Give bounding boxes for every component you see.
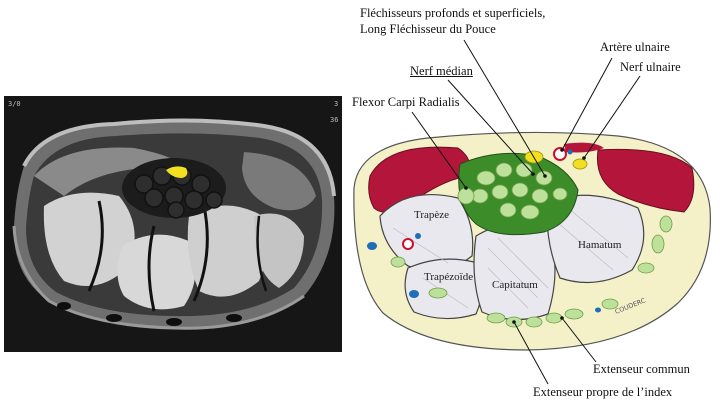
wrist-cross-section-drawing: Trapèze Trapézoïde Capitatum Hamatum COU… xyxy=(353,131,711,351)
label-trapeze: Trapèze xyxy=(414,209,449,221)
label-hamatum: Hamatum xyxy=(578,239,622,251)
mri-corner-mark-3: 36 xyxy=(330,116,338,124)
label-flexor-carpi-radialis: Flexor Carpi Radialis xyxy=(352,95,460,109)
mri-scan-drawing: 3/0 3 36 xyxy=(4,96,342,352)
label-flexors-line2: Long Fléchisseur du Pouce xyxy=(360,22,496,36)
anatomy-diagram: Trapèze Trapézoïde Capitatum Hamatum COU… xyxy=(348,128,716,360)
label-capitatum: Capitatum xyxy=(492,279,538,291)
label-trapezoide: Trapézoïde xyxy=(424,271,473,283)
label-ulnar-nerve: Nerf ulnaire xyxy=(620,60,681,74)
mri-corner-mark-2: 3 xyxy=(334,100,338,108)
mri-image: 3/0 3 36 xyxy=(4,96,342,352)
label-extensor-index: Extenseur propre de l’index xyxy=(533,385,673,399)
label-ulnar-artery: Artère ulnaire xyxy=(600,40,670,54)
mri-corner-mark-1: 3/0 xyxy=(8,100,21,108)
label-flexors-line1: Fléchisseurs profonds et superficiels, xyxy=(360,6,546,20)
label-median-nerve: Nerf médian xyxy=(410,64,473,78)
label-extensor-common: Extenseur commun xyxy=(593,362,690,376)
